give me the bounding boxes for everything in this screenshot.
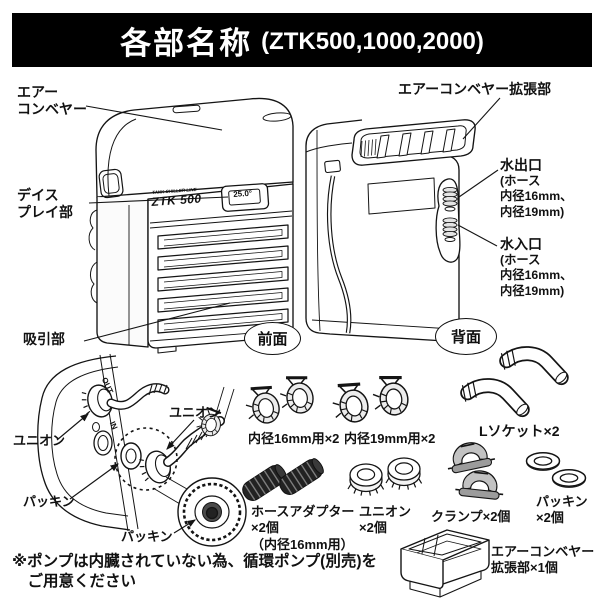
- leader-display: [88, 196, 229, 204]
- panel-outer-curve: [37, 355, 131, 531]
- label-water-outlet: 水出口: [500, 157, 542, 173]
- label-hose-adapter: ホースアダプター ×2個 （内径16mm用）: [251, 504, 355, 552]
- front-view-badge: 前面: [244, 322, 301, 355]
- label-air-conveyor-ext-accessory: エアーコンベヤー 拡張部×1個: [491, 544, 595, 576]
- label-packing-accessory: パッキン ×2個: [536, 494, 588, 526]
- packing-part-1: [525, 452, 561, 472]
- water-inlet-fitting: [442, 217, 458, 242]
- model-numbers: (ZTK500,1000,2000): [261, 27, 484, 55]
- magnifier-connector-lines: [152, 476, 188, 505]
- coil-hatch: [360, 138, 377, 158]
- in-union: [139, 450, 172, 484]
- label-union-right: ユニオン: [169, 405, 222, 420]
- leader-water-inlet: [457, 224, 498, 247]
- grip-contour-lower: [89, 261, 98, 304]
- label-clamp-accessory: クランプ×2個: [431, 509, 511, 524]
- panel-screw-hole: [92, 422, 100, 432]
- leader-lines: [83, 97, 501, 342]
- leader-air-conveyor: [85, 105, 223, 131]
- tray-fins: [376, 128, 456, 159]
- l-socket-part-1: [499, 348, 571, 386]
- label-water-inlet-detail: (ホース 内径16mm、 内径19mm): [500, 253, 573, 298]
- panel-inner-curve: [51, 366, 129, 517]
- label-packing-left: パッキン: [23, 494, 75, 509]
- label-union-left: ユニオン: [13, 433, 66, 448]
- label-l-socket: Lソケット×2: [479, 423, 560, 439]
- clamp19-part-2: [369, 372, 412, 420]
- label-clamp-19mm: 内径19mm用×2: [344, 431, 436, 446]
- packing-part-2: [551, 469, 587, 489]
- out-union: [81, 384, 113, 418]
- label-water-inlet: 水入口: [500, 236, 542, 252]
- packing-ring: [120, 442, 142, 470]
- label-display-section: デイス プレイ部: [17, 187, 73, 220]
- in-hose-corrugation: [185, 423, 218, 450]
- lid-slot: [172, 104, 201, 114]
- clamp16-part-2: [276, 372, 317, 417]
- leader-suction: [83, 302, 231, 342]
- clamp-reference-lines: [213, 386, 235, 422]
- lid-oval-vent: [262, 112, 292, 122]
- label-union-accessory: ユニオン ×2個: [359, 504, 412, 536]
- cord-connector: [324, 159, 341, 174]
- dotted-circle: [114, 427, 178, 491]
- page-title: 各部名称: [120, 25, 253, 61]
- label-clamp-16mm: 内径16mm用×2: [248, 431, 340, 446]
- air-conveyor-ext-drawing: [351, 119, 476, 166]
- leader-air-conveyor-ext: [462, 97, 501, 140]
- front-side-face: [96, 197, 149, 348]
- label-suction-section: 吸引部: [23, 331, 65, 347]
- side-handle: [98, 168, 124, 199]
- rear-view-badge: 背面: [435, 318, 497, 355]
- assembly-arrows: [56, 413, 196, 534]
- display-bezel: [220, 183, 270, 212]
- hose-adapter-part-2: [275, 455, 327, 499]
- rear-label-plate: [367, 177, 436, 215]
- l-socket-part-2: [460, 380, 532, 418]
- leader-water-outlet: [458, 169, 499, 198]
- in-port: [93, 430, 113, 456]
- hose-assembly-drawing: [37, 353, 247, 547]
- pump-note: ※ポンプは内臓されていない為、循環ポンプ(別売)を ご用意ください: [12, 553, 377, 591]
- rear-unit-drawing: [305, 119, 476, 342]
- label-air-conveyor-ext: エアーコンベヤー拡張部: [398, 81, 552, 97]
- water-outlet-fitting: [442, 186, 458, 212]
- clamp19-part-1: [327, 378, 373, 428]
- out-hose-ribs: [148, 383, 168, 396]
- label-air-conveyor: エアー コンベヤー: [17, 84, 87, 117]
- clamp-bracket-part-2: [454, 467, 507, 501]
- front-lid-outline: [95, 97, 294, 198]
- clamp-bracket-part-1: [442, 437, 497, 476]
- label-water-outlet-detail: (ホース 内径16mm、 内径19mm): [500, 174, 573, 219]
- grip-contour-upper: [88, 209, 98, 251]
- front-grille: [157, 224, 289, 334]
- front-unit-drawing: [88, 97, 294, 354]
- panel-edge: [99, 353, 139, 532]
- union-part-2: [385, 457, 423, 491]
- air-conveyor-ext-part: [400, 529, 490, 598]
- accessory-parts-drawings: [238, 348, 587, 598]
- page-header: 各部名称 (ZTK500,1000,2000): [12, 13, 592, 67]
- magnified-packing: [177, 477, 247, 547]
- clamp16-part-1: [241, 382, 284, 429]
- display-readout: 25.0°: [233, 188, 253, 199]
- label-packing-zoom: パッキン: [121, 529, 173, 544]
- union-part-1: [347, 463, 385, 497]
